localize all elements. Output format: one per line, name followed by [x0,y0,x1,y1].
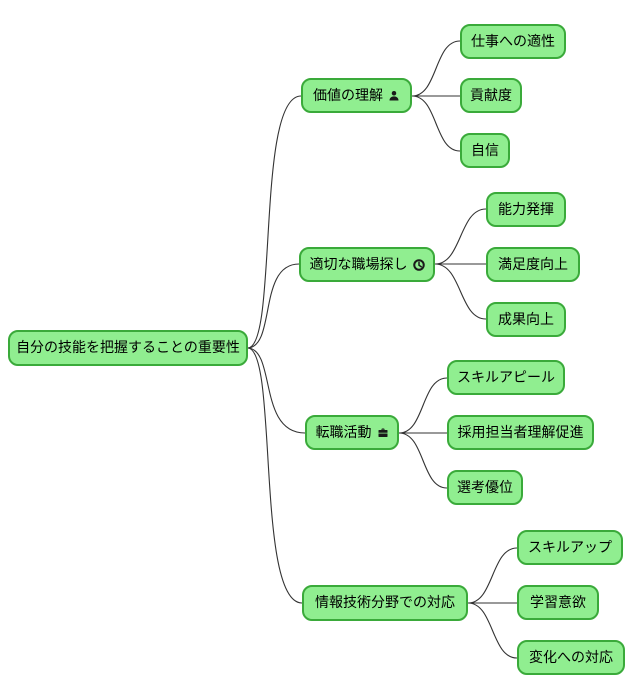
leaf-node: 仕事への適性 [460,24,566,59]
branch-label: 適切な職場探し [309,256,408,273]
branch-node-it-field-adaptation: 情報技術分野での対応 [302,585,468,621]
leaf-label: 仕事への適性 [471,33,555,50]
connector-line [411,95,461,152]
leaf-node: 自信 [460,133,510,168]
leaf-label: 成果向上 [498,311,554,328]
connector-line [467,547,518,604]
connector-line [467,602,518,659]
briefcase-icon [377,427,389,439]
leaf-label: 貢献度 [470,87,512,104]
leaf-label: 能力発揮 [498,201,554,218]
leaf-label: 選考優位 [457,479,513,496]
leaf-node: スキルアピール [447,360,565,395]
connector-line [247,263,300,349]
leaf-node: 学習意欲 [517,585,599,620]
branch-node-finding-right-workplace: 適切な職場探し [299,247,435,282]
leaf-node: 成果向上 [486,302,566,337]
leaf-label: 満足度向上 [498,256,568,273]
connector-line [247,347,303,604]
branch-label: 価値の理解 [313,87,383,104]
leaf-label: 採用担当者理解促進 [457,424,584,441]
leaf-label: スキルアピール [457,369,555,386]
clock-icon [412,258,425,271]
connector-line [247,95,302,349]
branch-node-job-change: 転職活動 [305,415,399,450]
leaf-label: スキルアップ [528,539,612,556]
leaf-node: 満足度向上 [486,247,580,282]
connector-line [434,263,487,320]
root-node: 自分の技能を把握することの重要性 [8,330,248,366]
leaf-node: 選考優位 [447,470,523,505]
leaf-node: スキルアップ [517,530,623,565]
branch-node-value-understanding: 価値の理解 [301,78,412,113]
leaf-node: 採用担当者理解促進 [447,415,594,450]
connector-line [411,40,461,97]
connector-line [398,377,448,434]
branch-label: 転職活動 [315,424,372,441]
leaf-label: 変化への対応 [529,649,613,666]
leaf-node: 貢献度 [460,78,522,113]
connector-line [247,347,306,434]
root-label: 自分の技能を把握することの重要性 [16,340,240,356]
connector-line [398,432,448,489]
branch-label: 情報技術分野での対応 [315,595,455,611]
connector-line [434,208,487,265]
leaf-node: 変化への対応 [517,640,625,675]
leaf-label: 自信 [471,142,499,159]
leaf-label: 学習意欲 [530,594,586,611]
user-icon [388,90,400,102]
leaf-node: 能力発揮 [486,192,566,227]
